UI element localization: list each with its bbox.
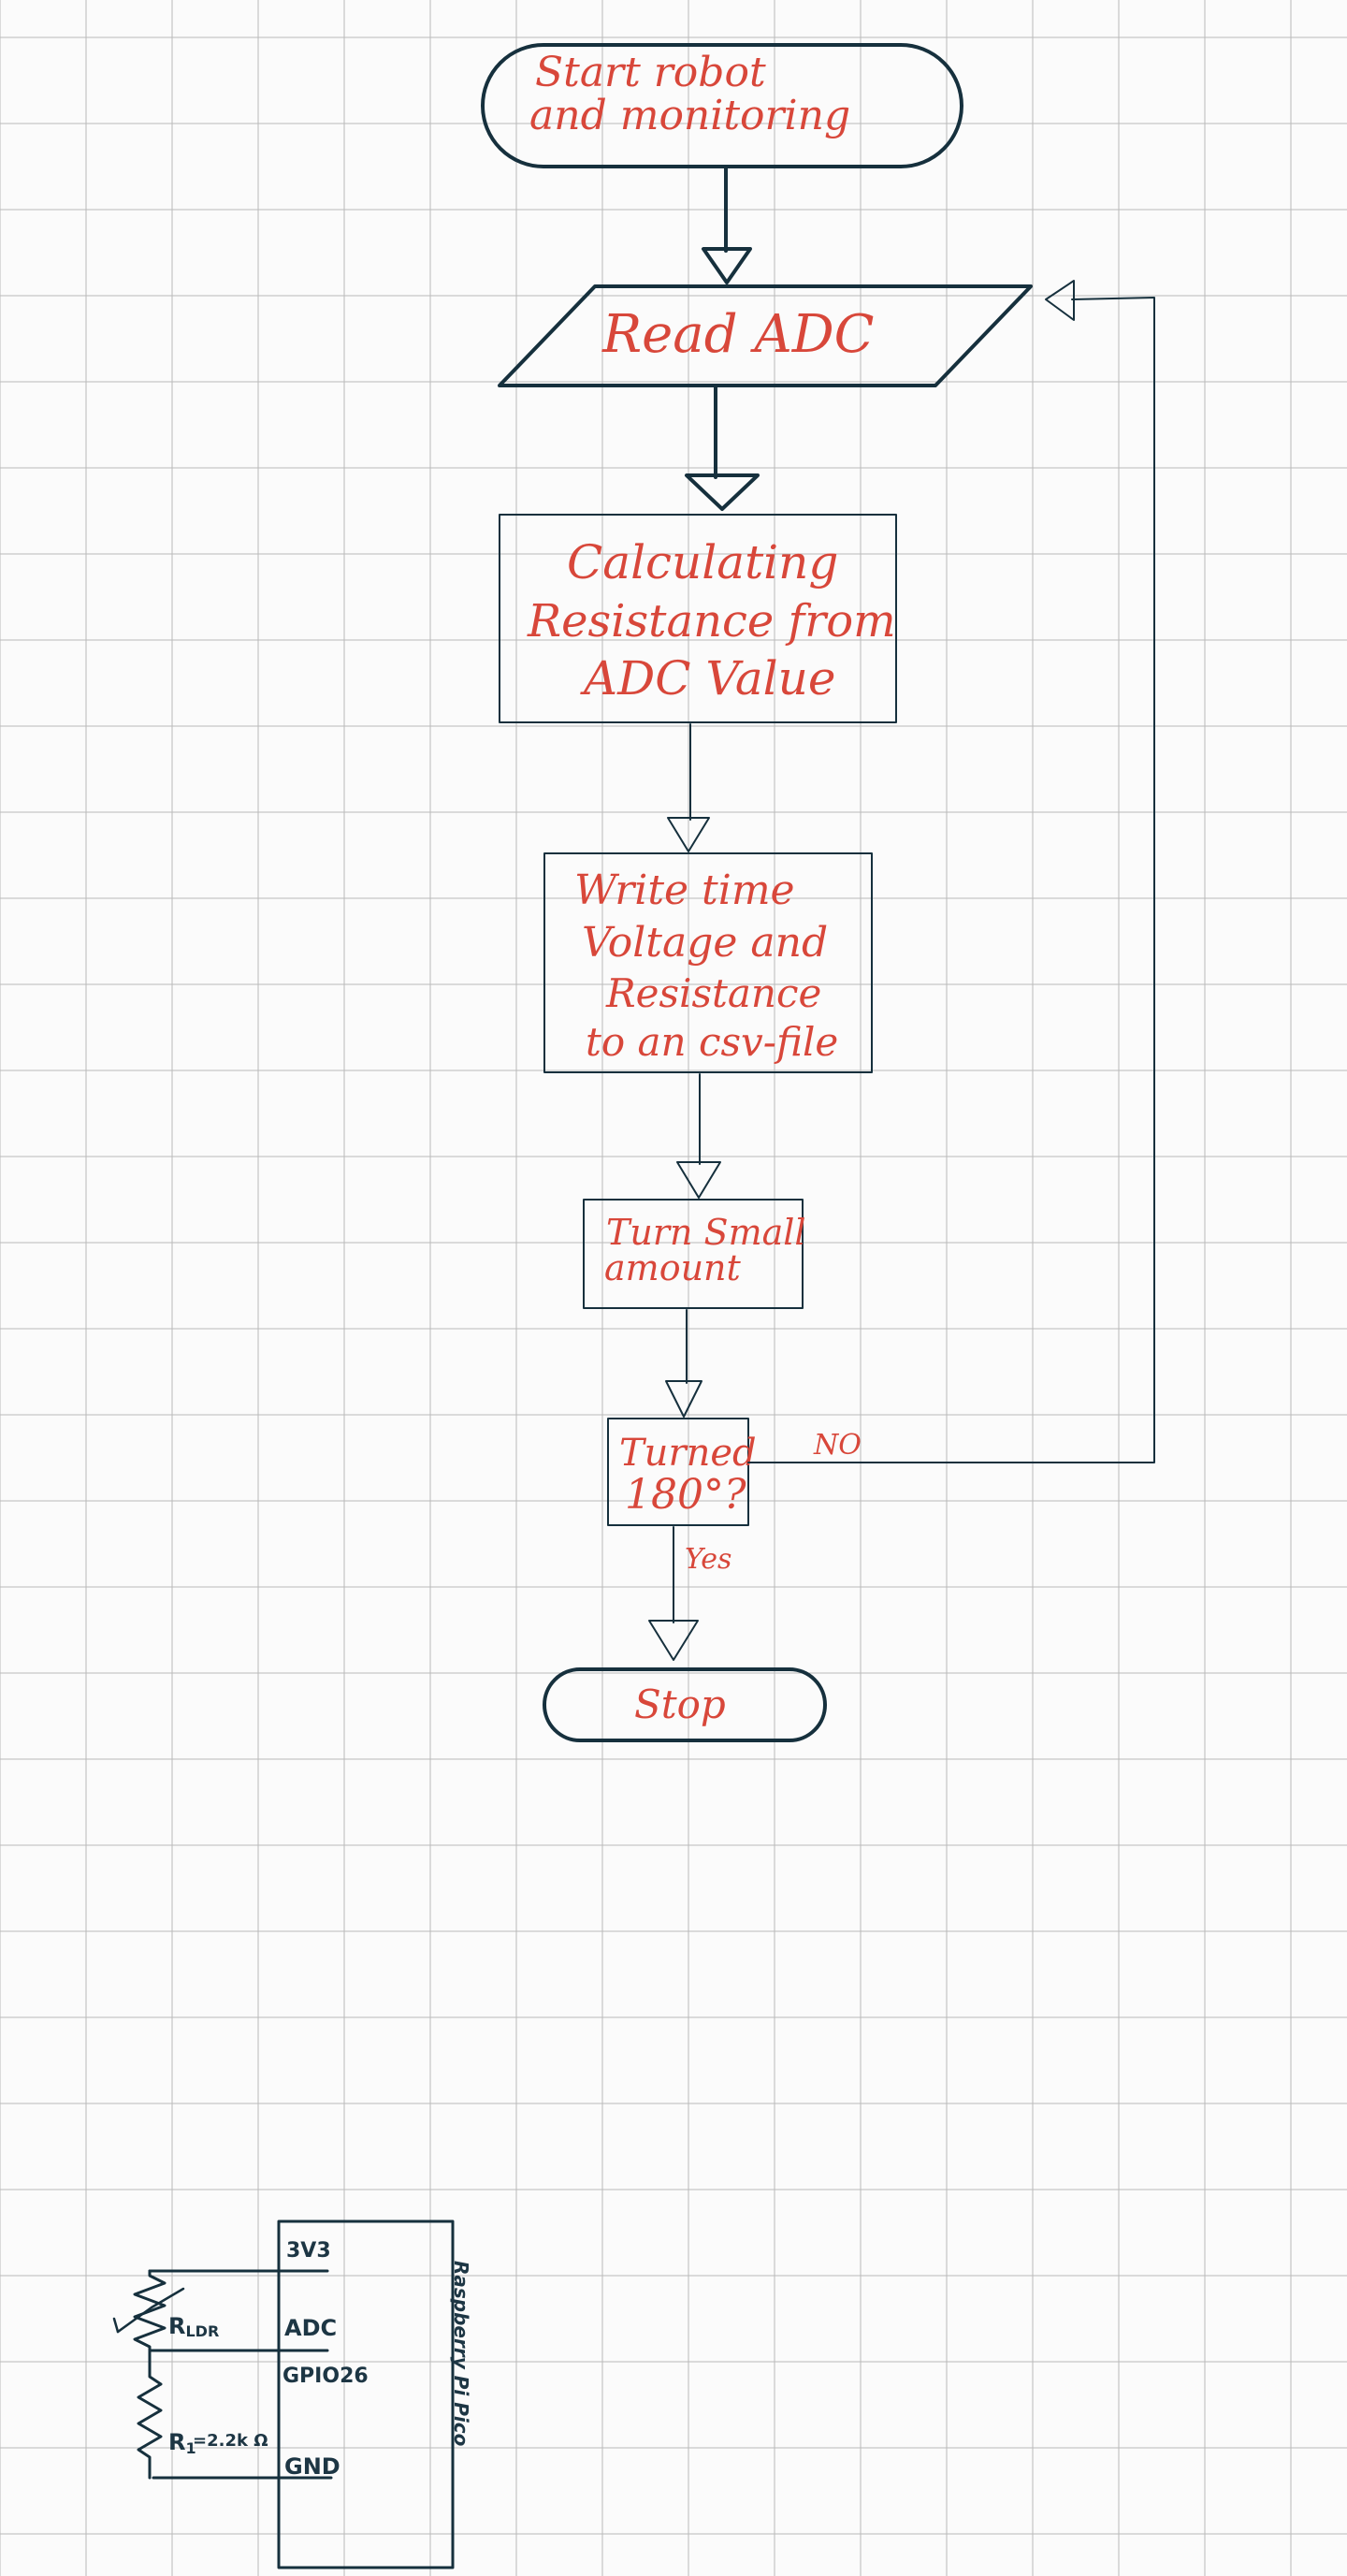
yes-label: Yes <box>685 1543 731 1576</box>
pin-adc-label: ADC <box>284 2315 337 2341</box>
arrow-calc-to-write <box>667 723 710 852</box>
board-label: Raspberry Pi Pico <box>450 2261 472 2447</box>
arrow-turn-to-decision <box>665 1309 702 1418</box>
pin-gnd-label: GND <box>284 2453 340 2480</box>
write-label-line-3: Resistance <box>605 970 821 1016</box>
pin-3v3-label: 3V3 <box>286 2239 331 2263</box>
calculate-process: Calculating Resistance from ADC Value <box>499 514 897 723</box>
decision-label-line-1: Turned <box>619 1432 757 1475</box>
r1-resistor <box>137 2349 163 2480</box>
write-label-line-2: Voltage and <box>582 919 828 967</box>
arrow-read-to-calc <box>685 386 760 511</box>
turn-process: Turn Small amount <box>583 1199 806 1309</box>
start-terminator: Start robot and monitoring <box>481 43 963 168</box>
turn-label-line-2: amount <box>604 1247 742 1288</box>
stop-label: Stop <box>634 1681 726 1727</box>
decision-label-line-2: 180°? <box>625 1471 746 1519</box>
rldr-label: RLDR <box>168 2313 219 2340</box>
start-label-line-2: and monitoring <box>529 92 850 139</box>
no-label: NO <box>813 1429 862 1462</box>
r1-value-label: =2.2k Ω <box>193 2431 268 2451</box>
read-adc-io: Read ADC <box>498 284 1033 387</box>
pin-gpio-label: GPIO26 <box>282 2365 369 2388</box>
arrow-start-to-read <box>702 167 752 284</box>
calculate-label-line-3: ADC Value <box>580 651 835 706</box>
write-label-line-1: Write time <box>574 866 795 914</box>
arrow-write-to-turn <box>676 1073 721 1199</box>
calculate-label-line-1: Calculating <box>567 535 838 589</box>
turned-decision: Turned 180°? <box>607 1418 757 1526</box>
yes-arrow: Yes <box>648 1526 731 1661</box>
ldr-resistor <box>133 2269 167 2352</box>
start-label-line-1: Start robot <box>535 49 766 96</box>
read-adc-label: Read ADC <box>601 304 875 365</box>
no-loop-arrow: NO <box>747 280 1155 1463</box>
turn-label-line-1: Turn Small <box>606 1212 806 1253</box>
write-label-line-4: to an csv-file <box>586 1019 838 1065</box>
ldr-arrow <box>116 2287 185 2334</box>
calculate-label-line-2: Resistance from <box>527 595 896 648</box>
r1-label: R1 <box>168 2429 196 2457</box>
circuit-schematic: 3V3 ADC GPIO26 GND RLDR R1 =2.2k Ω Raspb… <box>112 2219 472 2569</box>
stop-terminator: Stop <box>543 1667 827 1742</box>
write-process: Write time Voltage and Resistance to an … <box>543 852 873 1073</box>
